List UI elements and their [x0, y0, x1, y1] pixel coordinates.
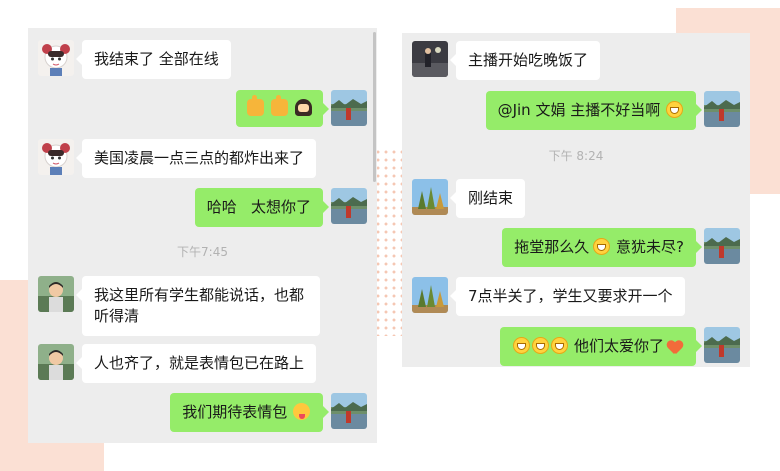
message-bubble-incoming[interactable]: 美国凌晨一点三点的都炸出来了: [75, 139, 317, 178]
right-chat-screenshot[interactable]: 主播开始吃晚饭了 @Jin 文娟 主播不好当啊 下午 8:24 刚结束 拖堂那么…: [402, 33, 750, 367]
message-row: 我结束了 全部在线: [28, 40, 377, 79]
avatar-trees-icon[interactable]: [412, 179, 448, 215]
message-row: 我们期待表情包: [28, 393, 377, 432]
message-text: 美国凌晨一点三点的都炸出来了: [94, 149, 305, 167]
avatar-lake-icon[interactable]: [704, 327, 740, 363]
message-bubble-outgoing[interactable]: @Jin 文娟 主播不好当啊: [485, 91, 703, 130]
message-bubble-incoming[interactable]: 我这里所有学生都能说话，也都 听得清: [76, 276, 320, 336]
scrollbar[interactable]: [373, 32, 376, 182]
message-text: 7点半关了，学生又要求开一个: [468, 287, 673, 305]
message-text: 我结束了 全部在线: [94, 50, 219, 68]
message-row: [28, 90, 377, 127]
avatar-boy-icon[interactable]: [38, 344, 74, 380]
message-row: 哈哈 太想你了: [28, 188, 377, 227]
left-chat-screenshot[interactable]: 我结束了 全部在线 美国凌晨一点三点的都炸出来了 哈哈 太想你了 下午7:45: [28, 28, 377, 443]
message-text-after: 意犹未尽?: [611, 238, 684, 256]
avatar-lake-icon[interactable]: [331, 188, 367, 224]
message-row: 7点半关了，学生又要求开一个: [402, 277, 750, 316]
message-text: 他们太爱你了: [569, 337, 664, 355]
message-row: 他们太爱你了: [402, 327, 750, 366]
grin-emoji: [532, 337, 550, 354]
message-text: 主播开始吃晚饭了: [468, 51, 589, 69]
message-text: 人也齐了，就是表情包已在路上: [94, 354, 305, 372]
heart-emoji: [667, 340, 683, 354]
grin-emoji: [666, 101, 683, 118]
avatar-lake-icon[interactable]: [331, 90, 367, 126]
avatar-lake-icon[interactable]: [331, 393, 367, 429]
message-bubble-incoming[interactable]: 主播开始吃晚饭了: [449, 41, 601, 80]
message-row: 我这里所有学生都能说话，也都 听得清: [28, 276, 377, 336]
timestamp: 下午7:45: [177, 245, 228, 259]
message-bubble-incoming[interactable]: 人也齐了，就是表情包已在路上: [75, 344, 317, 383]
avatar-trees-icon[interactable]: [412, 277, 448, 313]
message-text-line-1: 我这里所有学生都能说话，也都: [94, 286, 305, 304]
grin-emoji: [513, 337, 531, 354]
message-text-line-2: 听得清: [94, 307, 140, 325]
avatar-night-icon[interactable]: [412, 41, 448, 77]
pray-emoji: [295, 99, 312, 116]
thumbs-up-emoji: [247, 95, 265, 116]
tongue-wink-emoji: [293, 403, 310, 420]
avatar-boy-icon[interactable]: [38, 276, 74, 312]
message-row: 刚结束: [402, 179, 750, 218]
message-row: 美国凌晨一点三点的都炸出来了: [28, 139, 377, 178]
message-text-before: 拖堂那么久: [514, 238, 590, 256]
thumbs-up-emoji: [271, 95, 289, 116]
avatar-lake-icon[interactable]: [704, 228, 740, 264]
message-row: 人也齐了，就是表情包已在路上: [28, 344, 377, 383]
message-text: 哈哈 太想你了: [206, 198, 311, 216]
message-bubble-incoming[interactable]: 7点半关了，学生又要求开一个: [450, 277, 685, 316]
timestamp: 下午 8:24: [548, 149, 604, 163]
message-bubble-outgoing[interactable]: 我们期待表情包: [170, 393, 329, 432]
message-bubble-outgoing[interactable]: [236, 90, 329, 127]
message-bubble-outgoing[interactable]: 他们太爱你了: [500, 327, 702, 366]
message-bubble-outgoing[interactable]: 哈哈 太想你了: [194, 188, 330, 227]
grin-emoji: [551, 337, 569, 354]
message-row: @Jin 文娟 主播不好当啊: [402, 91, 750, 130]
message-row: 拖堂那么久 意犹未尽?: [402, 228, 750, 267]
avatar-girl-icon[interactable]: [38, 139, 74, 175]
message-text: @Jin 文娟 主播不好当啊: [497, 101, 661, 119]
message-text: 我们期待表情包: [182, 403, 288, 421]
message-text: 刚结束: [468, 189, 514, 207]
message-bubble-incoming[interactable]: 我结束了 全部在线: [76, 40, 231, 79]
avatar-girl-icon[interactable]: [38, 40, 74, 76]
grin-emoji: [593, 238, 611, 255]
avatar-lake-icon[interactable]: [704, 91, 740, 127]
message-bubble-outgoing[interactable]: 拖堂那么久 意犹未尽?: [502, 228, 702, 267]
message-bubble-incoming[interactable]: 刚结束: [449, 179, 526, 218]
message-row: 主播开始吃晚饭了: [402, 41, 750, 80]
